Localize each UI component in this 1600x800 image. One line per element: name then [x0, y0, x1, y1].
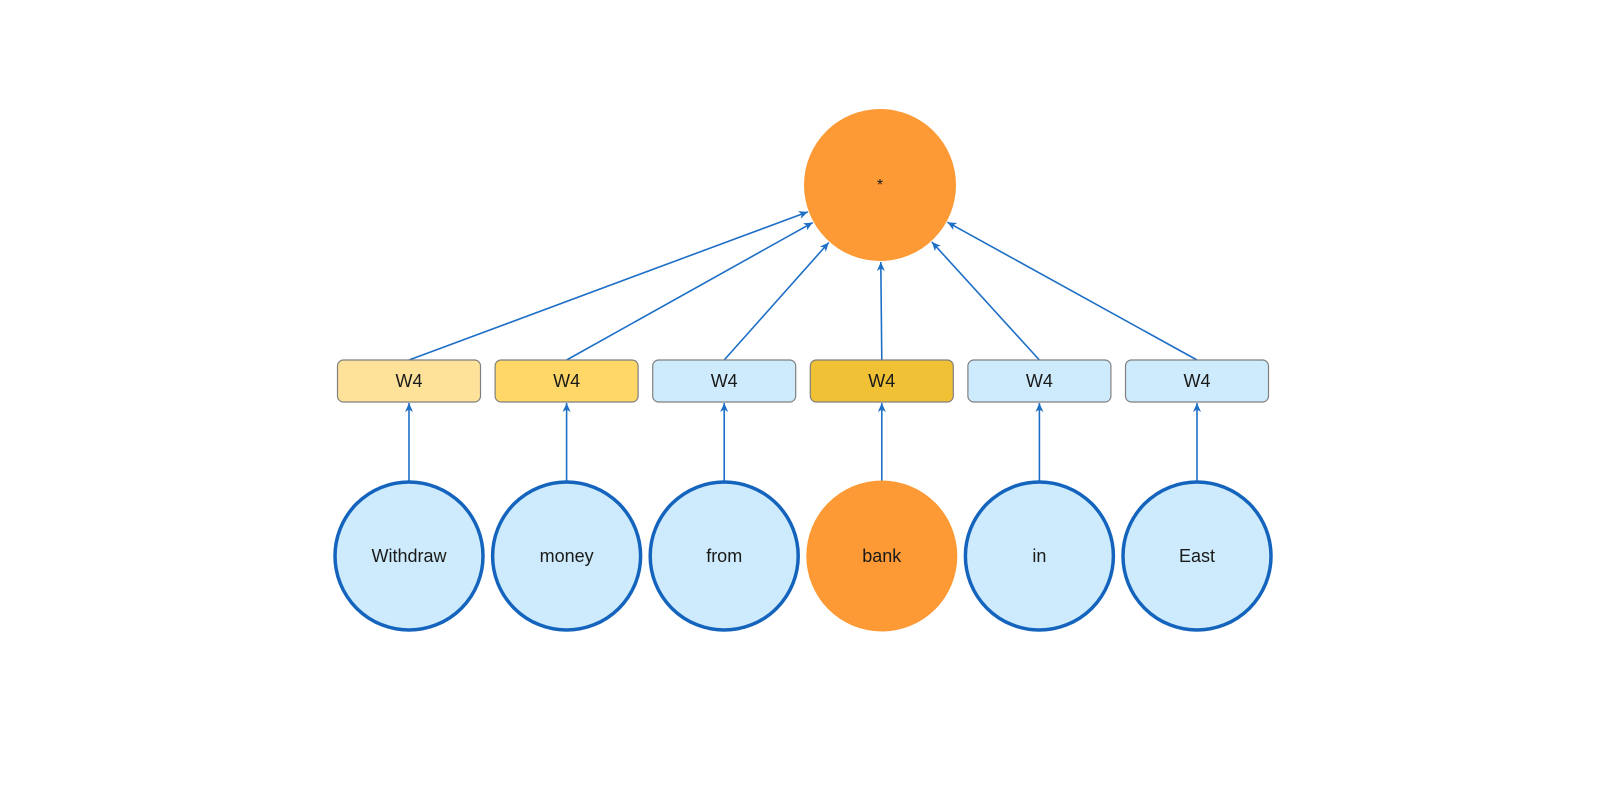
weight-label: W4 — [868, 371, 895, 391]
token-circle — [963, 480, 1116, 632]
weight-box-rect — [809, 359, 954, 403]
weight-to-output-arrow — [931, 241, 1040, 361]
weight-to-output-arrow — [408, 211, 809, 361]
edges — [405, 211, 1201, 482]
weight-box-rect — [1124, 359, 1270, 403]
token-node: from — [648, 480, 800, 632]
weight-to-output-arrow — [947, 221, 1198, 361]
weight-label: W4 — [396, 371, 423, 391]
weight-to-output-arrow — [723, 241, 830, 361]
token-circle — [490, 480, 643, 632]
token-label: from — [706, 546, 742, 566]
token-nodes: Withdraw money from bank in East — [333, 480, 1273, 632]
weight-label: W4 — [553, 371, 580, 391]
weight-to-output-arrow — [566, 221, 814, 361]
weight-box: W4 — [494, 359, 639, 403]
token-circle — [333, 480, 485, 632]
weight-boxes: W4 W4 W4 W4 W4 W4 — [336, 359, 1270, 403]
token-node: bank — [806, 480, 958, 632]
token-label: Withdraw — [371, 546, 447, 566]
output-node-label: * — [877, 177, 883, 194]
weight-label: W4 — [1184, 371, 1211, 391]
token-node: money — [490, 480, 643, 632]
token-circle — [648, 480, 800, 632]
token-label: money — [540, 546, 594, 566]
weight-box-rect — [336, 359, 482, 403]
weight-box: W4 — [809, 359, 954, 403]
weight-box-rect — [652, 359, 797, 403]
weight-label: W4 — [1026, 371, 1053, 391]
token-node: in — [963, 480, 1116, 632]
token-node: East — [1121, 480, 1273, 632]
token-label: in — [1032, 546, 1046, 566]
weight-to-output-arrow — [876, 261, 885, 361]
token-node: Withdraw — [333, 480, 485, 632]
weight-label: W4 — [711, 371, 738, 391]
output-group: * — [804, 109, 956, 261]
output-node — [804, 109, 956, 261]
weight-box: W4 — [967, 359, 1112, 403]
weight-box-rect — [494, 359, 639, 403]
token-label: bank — [862, 546, 902, 566]
token-circle — [1121, 480, 1273, 632]
weight-box: W4 — [1124, 359, 1270, 403]
token-label: East — [1179, 546, 1215, 566]
weight-box: W4 — [336, 359, 482, 403]
weight-box-rect — [967, 359, 1112, 403]
weight-box: W4 — [652, 359, 797, 403]
token-circle-highlight — [806, 480, 958, 632]
